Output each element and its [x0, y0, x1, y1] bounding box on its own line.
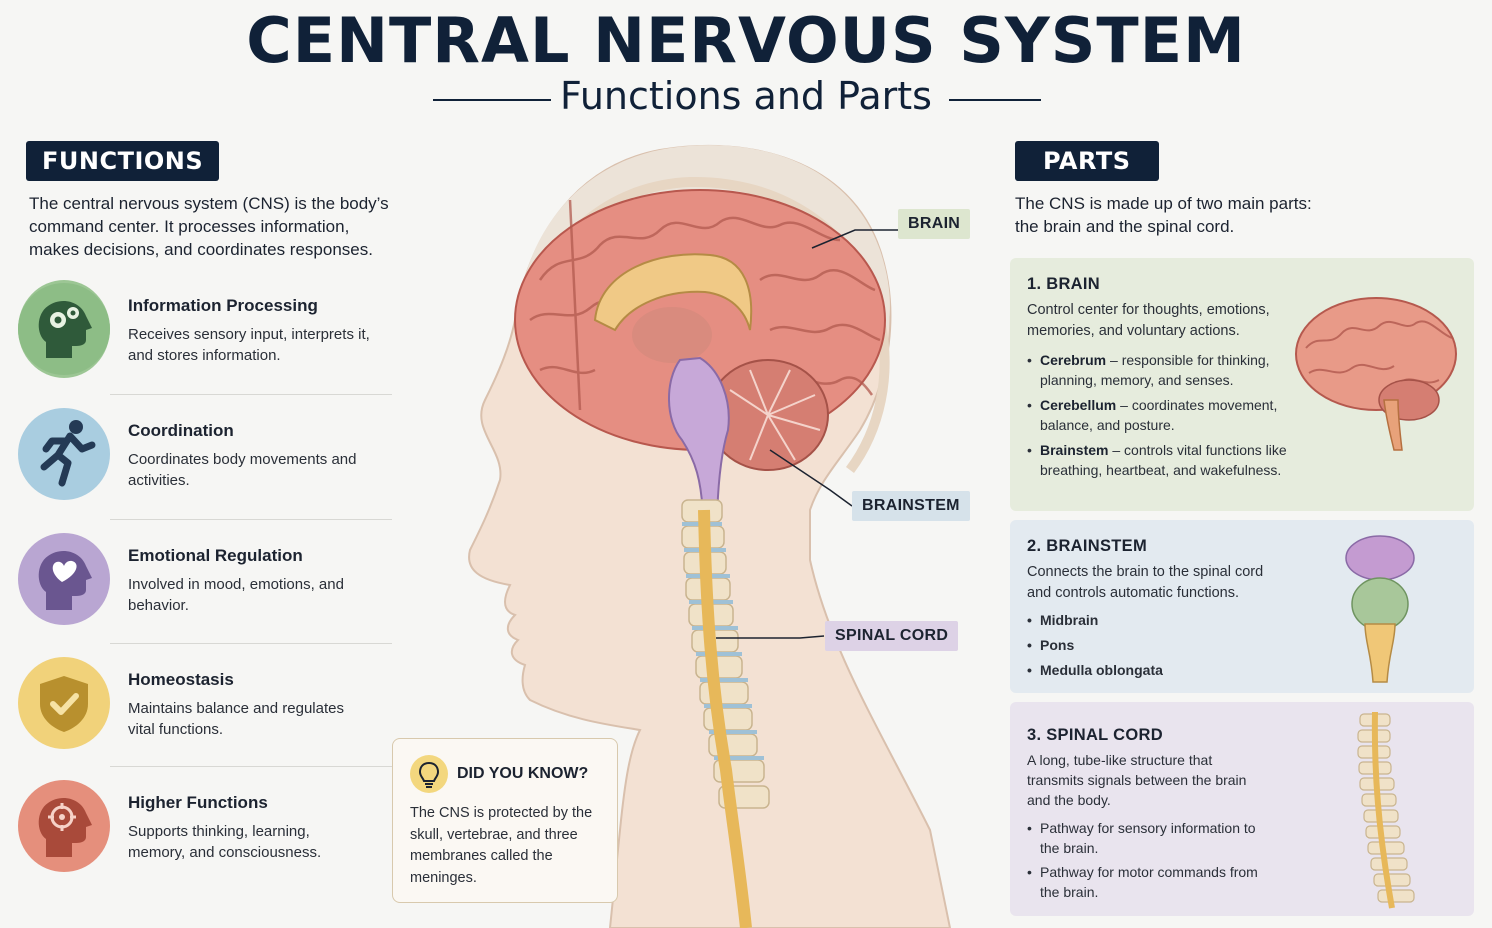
divider: [110, 766, 392, 767]
function-title: Homeostasis: [128, 670, 234, 689]
bullet-midbrain: •Midbrain: [1027, 612, 1099, 628]
function-item-information-processing: Information Processing Receives sensory …: [18, 280, 398, 390]
spine-icon: [1357, 711, 1415, 909]
bullet-cerebrum: •Cerebrum – responsible for thinking, pl…: [1027, 352, 1270, 388]
function-title: Emotional Regulation: [128, 546, 303, 565]
function-item-higher-functions: Higher Functions Supports thinking, lear…: [18, 777, 398, 887]
function-title: Higher Functions: [128, 793, 268, 812]
did-you-know-text: The CNS is protected by the skull, verte…: [410, 805, 593, 886]
function-desc: Supports thinking, learning, memory, and…: [128, 823, 322, 861]
gears-head-icon: [18, 280, 110, 378]
parts-heading: PARTS: [1015, 141, 1159, 181]
function-title: Information Processing: [128, 296, 318, 315]
card-title: 2. BRAINSTEM: [1027, 537, 1148, 555]
card-title: 3. SPINAL CORD: [1027, 726, 1163, 744]
bullet-pons: •Pons: [1027, 637, 1075, 653]
card-desc: Control center for thoughts, emotions, m…: [1027, 302, 1270, 339]
lightbulb-icon: [410, 755, 448, 793]
functions-intro: The central nervous system (CNS) is the …: [29, 194, 389, 259]
label-brain: BRAIN: [898, 209, 971, 239]
label-spinal-cord: SPINAL CORD: [825, 621, 959, 651]
card-brainstem: 2. BRAINSTEM Connects the brain to the s…: [1010, 520, 1474, 693]
running-person-icon: [18, 405, 110, 503]
shield-check-icon: [18, 654, 110, 752]
function-desc: Maintains balance and regulates vital fu…: [128, 700, 344, 738]
function-desc: Receives sensory input, interprets it, a…: [128, 326, 370, 364]
subtitle-rule-right: [949, 99, 1041, 101]
function-item-homeostasis: Homeostasis Maintains balance and regula…: [18, 654, 398, 764]
brainstem-icon: [1345, 535, 1415, 683]
target-head-icon: [18, 777, 110, 875]
functions-heading: FUNCTIONS: [26, 141, 220, 181]
did-you-know-title: DID YOU KNOW?: [457, 765, 589, 782]
page-subtitle: Functions and Parts: [560, 74, 932, 118]
heart-head-icon: [18, 530, 110, 628]
card-brain: 1. BRAIN Control center for thoughts, em…: [1010, 258, 1474, 511]
bullet-cerebellum: •Cerebellum – coordinates movement, bala…: [1027, 397, 1278, 433]
head-brain-illustration: [468, 144, 952, 928]
page-title: CENTRAL NERVOUS SYSTEM: [246, 4, 1246, 77]
function-item-coordination: Coordination Coordinates body movements …: [18, 405, 398, 515]
function-desc: Involved in mood, emotions, and behavior…: [128, 576, 344, 614]
brain-icon: [1295, 297, 1457, 451]
bullet-sensory-pathway: •Pathway for sensory information to the …: [1027, 820, 1256, 856]
bullet-medulla: •Medulla oblongata: [1027, 662, 1163, 678]
parts-intro: The CNS is made up of two main parts: th…: [1015, 194, 1312, 236]
subtitle-rule-left: [433, 99, 551, 101]
divider: [110, 519, 392, 520]
divider: [110, 643, 392, 644]
card-desc: A long, tube-like structure that transmi…: [1027, 752, 1247, 808]
card-desc: Connects the brain to the spinal cord an…: [1027, 564, 1264, 601]
label-brainstem: BRAINSTEM: [852, 491, 970, 521]
function-item-emotional-regulation: Emotional Regulation Involved in mood, e…: [18, 530, 398, 640]
divider: [110, 394, 392, 395]
card-title: 1. BRAIN: [1027, 275, 1100, 293]
card-spinal-cord: 3. SPINAL CORD A long, tube-like structu…: [1010, 702, 1474, 916]
bullet-motor-pathway: •Pathway for motor commands from the bra…: [1027, 864, 1258, 900]
function-title: Coordination: [128, 421, 234, 440]
bullet-brainstem: •Brainstem – controls vital functions li…: [1027, 442, 1287, 478]
did-you-know-box: DID YOU KNOW? The CNS is protected by th…: [392, 738, 618, 903]
function-desc: Coordinates body movements and activitie…: [128, 451, 357, 489]
